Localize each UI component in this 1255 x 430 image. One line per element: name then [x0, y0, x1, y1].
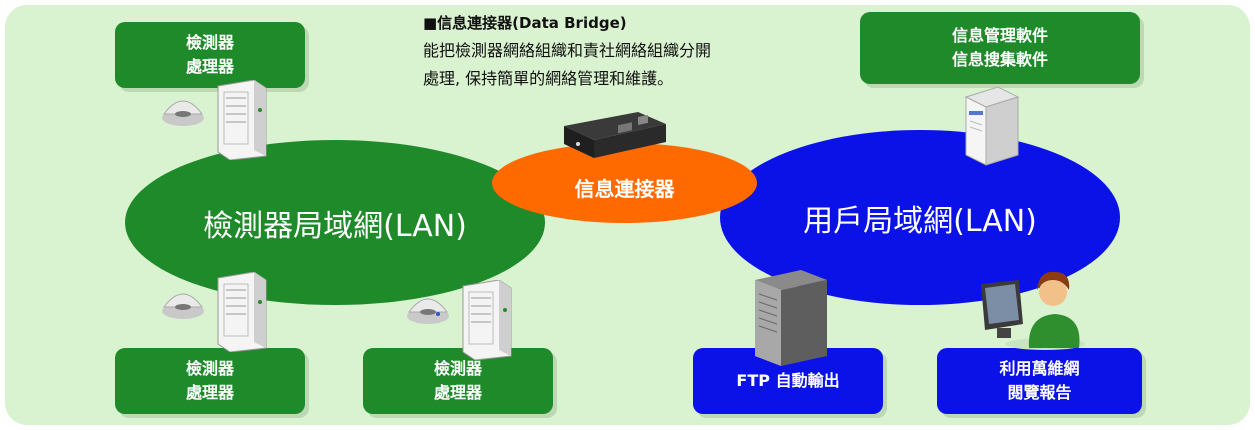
info-line-2: 處理, 保持簡單的網絡管理和維護。: [423, 69, 674, 88]
info-line-1: 能把檢測器網絡組織和責社網絡組織分開: [423, 41, 712, 60]
sensor-dome-icon: [162, 100, 204, 126]
box-label: 信息搜集軟件: [951, 50, 1048, 69]
box-label: 檢測器: [185, 33, 234, 52]
detector-processor-box-top-left: 檢測器 處理器: [115, 22, 305, 88]
ftp-server-icon: [755, 270, 827, 366]
box-label: 信息管理軟件: [951, 26, 1048, 45]
management-software-box: 信息管理軟件 信息搜集軟件: [860, 12, 1140, 84]
processor-unit-icon: [217, 80, 267, 160]
detector-processor-box-bottom-left: 檢測器 處理器: [115, 348, 305, 414]
box-label: 處理器: [185, 57, 234, 76]
detector-processor-box-bottom-mid: 檢測器 處理器: [363, 348, 553, 414]
info-title: ■信息連接器(Data Bridge): [423, 14, 627, 32]
web-report-box: 利用萬維網 閱覽報告: [937, 348, 1142, 414]
sensor-dome-icon: [407, 298, 449, 324]
data-bridge-device-icon: [564, 112, 666, 158]
box-label: 處理器: [185, 383, 234, 402]
box-label: 處理器: [433, 383, 482, 402]
processor-unit-icon: [462, 280, 512, 360]
server-icon: [964, 86, 1020, 166]
box-label: 檢測器: [433, 359, 482, 378]
box-label: 檢測器: [185, 359, 234, 378]
bridge-label: 信息連接器: [574, 176, 675, 201]
box-label: 利用萬維網: [999, 359, 1080, 378]
detector-lan-ellipse: 檢測器局域網(LAN): [125, 140, 545, 305]
info-block: ■信息連接器(Data Bridge) 能把檢測器網絡組織和責社網絡組織分開 處…: [423, 12, 843, 93]
processor-unit-icon: [217, 272, 267, 352]
user-lan-label: 用戶局域網(LAN): [803, 203, 1037, 239]
sensor-dome-icon: [162, 293, 204, 319]
user-computer-icon: [981, 271, 1085, 350]
box-label: FTP 自動輸出: [736, 371, 840, 390]
detector-lan-label: 檢測器局域網(LAN): [203, 208, 467, 244]
bridge-ellipse: 信息連接器: [492, 143, 757, 223]
box-label: 閱覽報告: [1007, 383, 1072, 402]
